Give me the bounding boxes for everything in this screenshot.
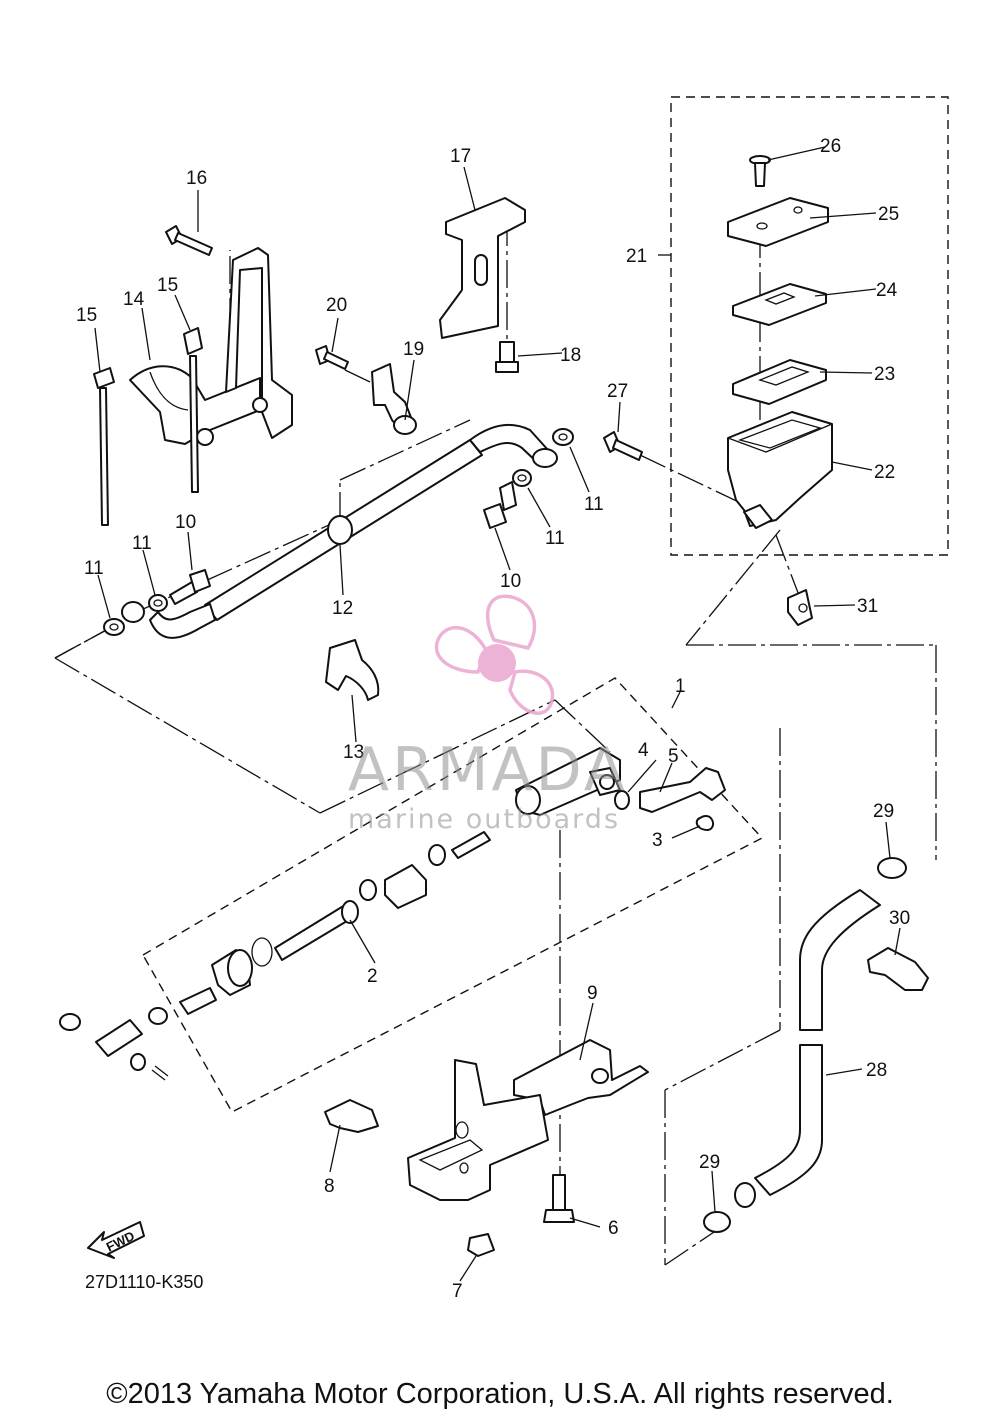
part-24-plate (732, 283, 827, 326)
fwd-arrow-icon: FWD (87, 1221, 145, 1259)
logo-propeller-blade-left (434, 625, 488, 674)
part-5-hose-fitting (639, 767, 726, 813)
callout-20: 20 (326, 295, 347, 316)
callout-29a: 29 (873, 801, 894, 822)
part-17-bracket (439, 197, 526, 339)
callout-3: 3 (652, 830, 663, 851)
callout-15a: 15 (76, 305, 97, 326)
callout-29b: 29 (699, 1152, 720, 1173)
callout-18: 18 (560, 345, 581, 366)
part-19-clamp (371, 363, 417, 435)
callout-10b: 10 (500, 571, 521, 592)
part-8-connector (324, 1099, 379, 1133)
callout-4: 4 (638, 740, 649, 761)
watermark-tagline: marine outboards (348, 804, 620, 835)
callout-26: 26 (820, 136, 841, 157)
callout-10a: 10 (175, 512, 196, 533)
part-13-clip (325, 639, 380, 701)
callout-19: 19 (403, 339, 424, 360)
callout-14: 14 (123, 289, 145, 310)
group-box-1 (142, 677, 764, 1113)
callout-1: 1 (675, 676, 686, 697)
part-2-piston-kit (179, 831, 491, 1015)
callout-16: 16 (186, 168, 207, 189)
callout-22: 22 (874, 462, 895, 483)
copyright-footer: ©2013 Yamaha Motor Corporation, U.S.A. A… (106, 1378, 894, 1410)
callout-11c: 11 (584, 494, 604, 515)
part-3-circlip (695, 815, 715, 831)
callout-11a: 11 (84, 558, 104, 579)
clevis-pin-assembly (59, 1007, 169, 1081)
part-12-hose (121, 423, 558, 639)
part-11-washer-b (148, 594, 168, 612)
callout-27: 27 (607, 381, 628, 402)
fwd-label: FWD (104, 1228, 137, 1254)
callout-24: 24 (876, 280, 898, 301)
logo-propeller-hub (478, 644, 516, 682)
callout-11b: 11 (132, 533, 152, 554)
callout-30: 30 (889, 908, 910, 929)
leader-lines (94, 146, 901, 1282)
part-23-diaphragm (732, 359, 827, 405)
watermark-brand: ARMADA (348, 735, 628, 805)
part-27-screw (603, 431, 643, 461)
part-25-cap (727, 197, 829, 247)
callout-15b: 15 (157, 275, 178, 296)
callout-6: 6 (608, 1218, 619, 1239)
callout-31: 31 (857, 596, 878, 617)
part-1-master-cylinder (515, 747, 621, 816)
callout-28: 28 (866, 1060, 887, 1081)
callout-5: 5 (668, 746, 679, 767)
part-15-cable-tie-left (93, 367, 115, 526)
callout-13: 13 (343, 742, 364, 763)
part-14-bracket (129, 247, 293, 446)
part-28-hose (734, 889, 881, 1208)
callout-12: 12 (332, 598, 353, 619)
part-10-union-bolt-b (483, 481, 517, 529)
part-26-screw (749, 155, 771, 187)
armada-logo-icon (434, 594, 555, 715)
callout-25: 25 (878, 204, 899, 225)
part-9-bracket (407, 1039, 649, 1201)
part-4-o-ring (614, 790, 630, 810)
part-11-washer-a (103, 618, 125, 636)
part-6-bolt (543, 1174, 575, 1223)
part-22-reservoir (727, 411, 833, 529)
logo-propeller-blade-right (508, 669, 555, 715)
callout-21: 21 (626, 246, 647, 267)
group-box-21 (670, 96, 949, 556)
part-15-cable-tie-right (183, 327, 203, 493)
logo-propeller-blade-top (485, 594, 537, 650)
part-7-nut (467, 1233, 495, 1257)
callout-2: 2 (367, 966, 378, 987)
part-31-clip (787, 589, 813, 626)
part-20-bolt (315, 345, 349, 370)
reference-line-right (685, 529, 781, 646)
callout-11d: 11 (545, 528, 565, 549)
part-11-washer-d (512, 469, 532, 487)
part-code: 27D1110-K350 (85, 1272, 203, 1292)
part-29-clamp-bottom (703, 1211, 731, 1233)
part-11-washer-c (552, 428, 574, 446)
part-29-clamp-top (877, 857, 907, 879)
part-16-bolt (165, 225, 213, 256)
callout-17: 17 (450, 146, 471, 167)
callout-8: 8 (324, 1176, 335, 1197)
callout-labels: 1 2 3 4 5 6 7 8 9 10 10 11 11 11 11 12 1… (76, 136, 910, 1302)
part-18-bolt (495, 341, 519, 373)
callout-9: 9 (587, 983, 598, 1004)
part-30-sensor (867, 947, 929, 991)
callout-23: 23 (874, 364, 895, 385)
callout-7: 7 (452, 1281, 463, 1302)
part-10-union-bolt-a (169, 569, 211, 605)
